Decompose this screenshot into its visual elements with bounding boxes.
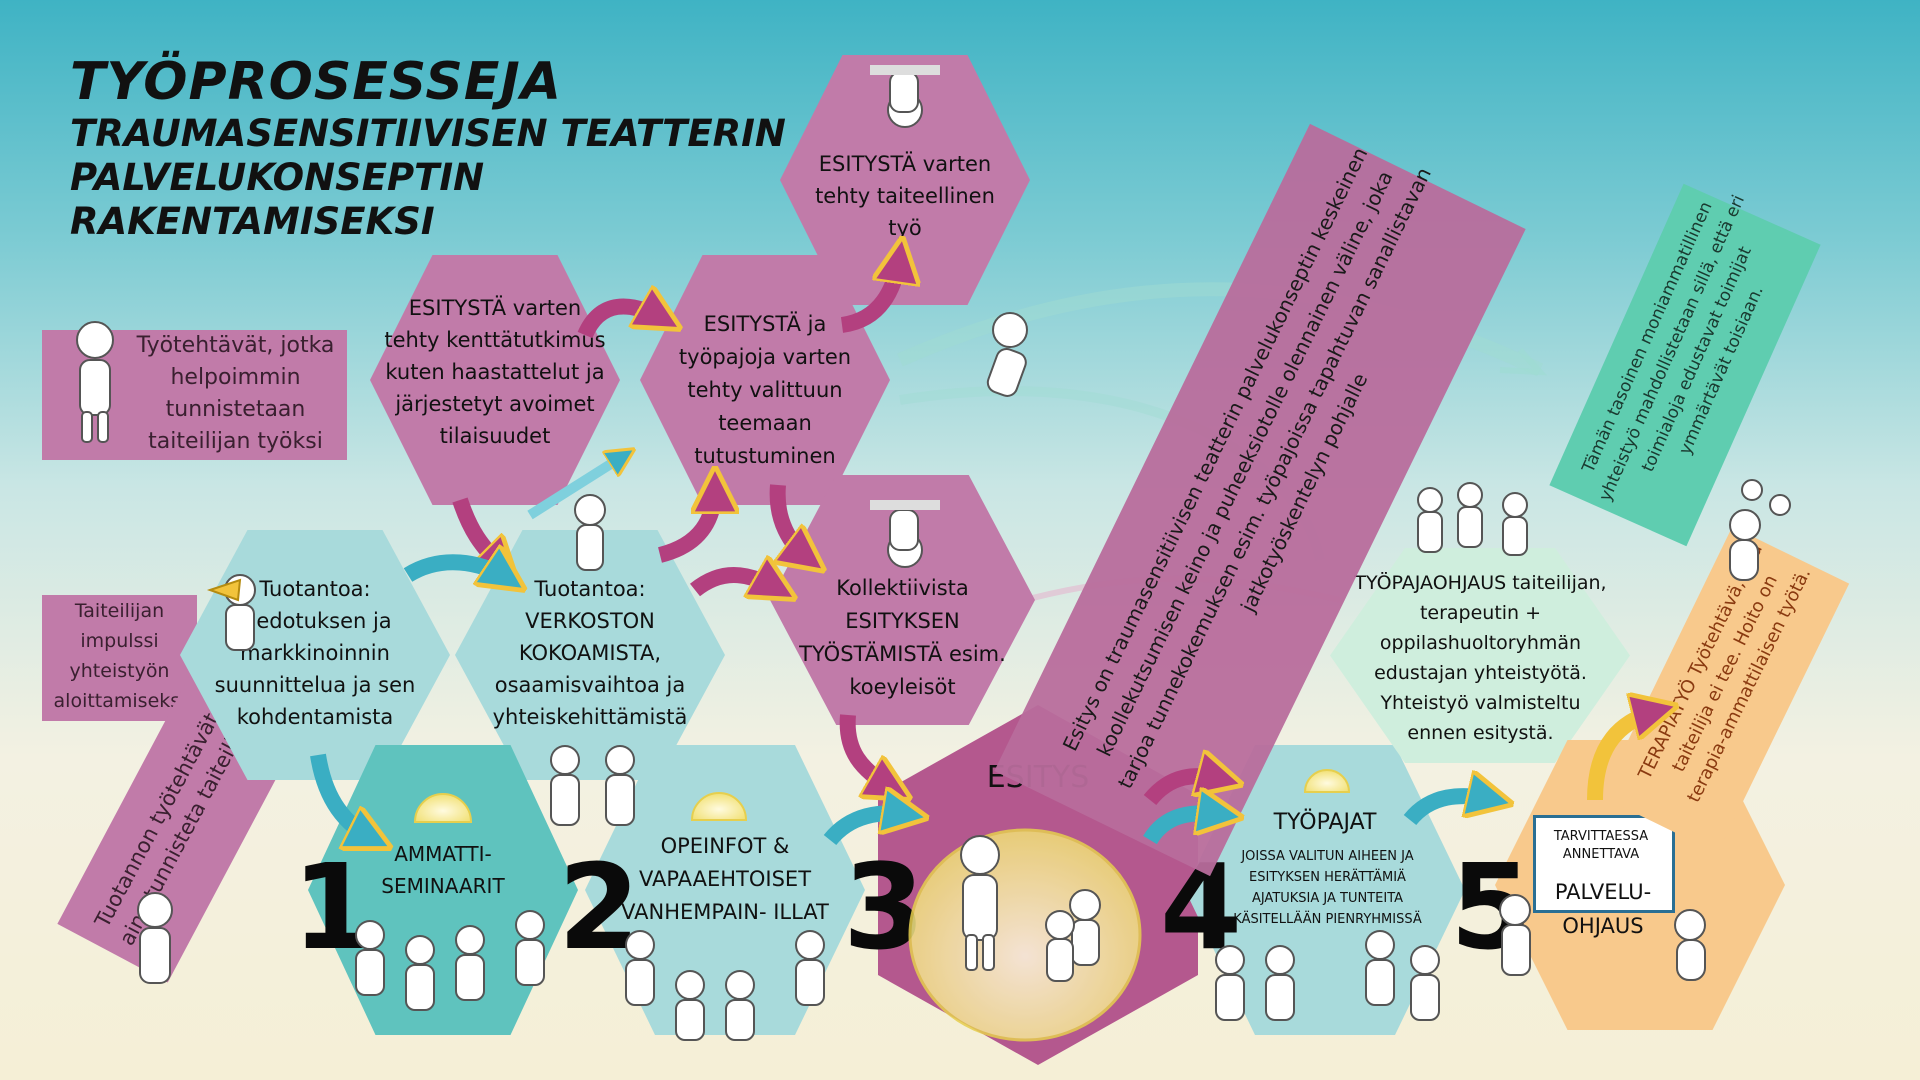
person-icon xyxy=(206,574,256,651)
person-icon xyxy=(870,500,940,568)
main-title: TYÖPROSESSEJA xyxy=(70,52,562,112)
dome-icon-opeinfot xyxy=(690,792,748,821)
person-icon xyxy=(574,494,606,571)
legend-impulse-box xyxy=(42,595,197,721)
arrow-icon-teal xyxy=(403,562,510,580)
dome-icon-seminaarit xyxy=(413,793,473,823)
hex-esitysta-tyopajoja-text: ESITYSTÄ ja työpajoja varten tehty valit… xyxy=(678,312,852,468)
arrow-icon-yellow xyxy=(1587,710,1660,801)
person-icon xyxy=(76,321,114,443)
hex-tyopajat-desc: JOISSA VALITUN AIHEEN JA ESITYKSEN HERÄT… xyxy=(1233,849,1422,927)
hex-ammattiseminaarit-text: AMMATTI- SEMINAARIT xyxy=(381,842,505,898)
hex-kollektiivista-text: Kollektiivista ESITYKSEN TYÖSTÄMISTÄ esi… xyxy=(799,576,1006,699)
person-icon xyxy=(1729,479,1791,581)
arrow-icon-purple xyxy=(1143,776,1225,806)
arrow-icon-teal xyxy=(310,753,375,840)
arrow-icon-purple xyxy=(657,485,715,563)
person-icon xyxy=(137,892,173,984)
hex-tuotantoa-tiedotus-text: Tuotantoa: Tiedotuksen ja markkinoinnin … xyxy=(214,577,416,729)
arrow-icon-purple xyxy=(577,306,665,339)
palveluohjaus-sign xyxy=(1533,815,1675,913)
subtitle: TRAUMASENSITIIVISEN TEATTERIN PALVELUKON… xyxy=(70,112,786,243)
arrow-icon-teal xyxy=(527,455,625,520)
arrow-icon-teal xyxy=(823,813,910,846)
palveluohjaus-small-text: TARVITTAESSA ANNETTAVA xyxy=(1553,829,1649,862)
hex-opeinfot-text: OPEINFOT & VAPAAEHTOISET VANHEMPAIN- ILL… xyxy=(621,834,829,924)
hex-tuotantoa-tiedotus xyxy=(180,530,450,780)
arrow-icon-purple xyxy=(769,484,810,560)
person-icon xyxy=(870,65,940,128)
person-icon xyxy=(986,312,1028,397)
audience-icon xyxy=(1215,930,1440,1021)
dome-icon-esitys xyxy=(908,828,1142,1042)
audience-icon xyxy=(625,930,825,1041)
handshake-icon xyxy=(550,745,635,826)
person-icon xyxy=(1674,909,1706,981)
hex-esitysta-kentta-text: ESITYSTÄ varten tehty kenttätutkimus kut… xyxy=(384,296,606,448)
palveluohjaus-big-text: PALVELU- OHJAUS xyxy=(1554,880,1652,938)
team-icon xyxy=(1417,482,1528,556)
hex-tyopajaohjaus-text: TYÖPAJAOHJAUS taiteilijan, terapeutin + … xyxy=(1354,572,1607,744)
person-icon xyxy=(1045,889,1101,982)
legend-artist-work-text: Työtehtävät, jotka helpoimmin tunnisteta… xyxy=(136,333,335,454)
person-icon xyxy=(960,835,1000,971)
dome-icon-tyopajat xyxy=(1303,769,1351,793)
arrow-icon-purple xyxy=(839,714,895,790)
hex-tyopajat-title: TYÖPAJAT xyxy=(1273,810,1377,835)
arrow-icon-teal xyxy=(1143,813,1225,845)
arrow-icon-purple xyxy=(840,255,900,333)
audience-icon xyxy=(355,910,545,1011)
hex-tuotantoa-verkosto-text: Tuotantoa: VERKOSTON KOKOAMISTA, osaamis… xyxy=(492,577,688,729)
arrow-icon-teal xyxy=(1403,796,1495,826)
legend-impulse-text: Taiteilijan impulssi yhteistyön aloittam… xyxy=(53,600,186,712)
person-icon xyxy=(1499,894,1531,976)
arrow-icon-purple xyxy=(690,575,780,590)
